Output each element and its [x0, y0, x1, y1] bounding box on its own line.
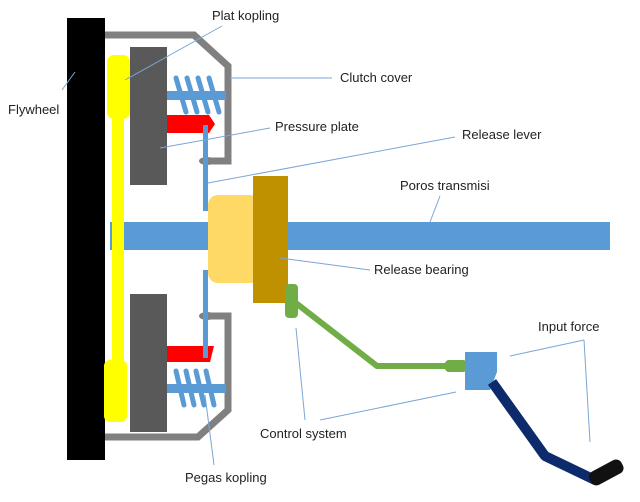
label-release-bearing: Release bearing	[374, 262, 469, 277]
spring-top	[167, 75, 226, 115]
clutch-cover-top	[105, 31, 232, 165]
pressure-arrow-bottom	[167, 346, 214, 362]
release-bearing	[253, 176, 288, 303]
label-pegas-kopling: Pegas kopling	[185, 470, 267, 485]
pressure-plate-bottom	[130, 294, 167, 432]
label-poros-transmisi: Poros transmisi	[400, 178, 490, 193]
clutch-cover-bottom	[105, 312, 232, 441]
release-lever-bottom	[203, 270, 208, 358]
clutch-disc	[104, 55, 130, 422]
release-lever-top	[203, 125, 208, 211]
pedal-arm	[487, 379, 598, 485]
leader-lines	[61, 25, 591, 466]
label-clutch-cover: Clutch cover	[340, 70, 413, 85]
linkage-connector	[445, 360, 467, 372]
label-control-system: Control system	[260, 426, 347, 441]
transmission-shaft	[110, 222, 610, 250]
label-pressure-plate: Pressure plate	[275, 119, 359, 134]
pedal-pad	[588, 459, 624, 486]
release-bearing-sleeve	[208, 195, 260, 283]
label-input-force: Input force	[538, 319, 599, 334]
spring-bottom	[167, 368, 226, 408]
pedal-pivot	[465, 352, 497, 390]
control-linkage	[290, 297, 450, 369]
pressure-plate-top	[130, 47, 167, 185]
label-flywheel: Flywheel	[8, 102, 59, 117]
label-plat-kopling: Plat kopling	[212, 8, 279, 23]
flywheel	[67, 18, 105, 460]
label-release-lever: Release lever	[462, 127, 542, 142]
